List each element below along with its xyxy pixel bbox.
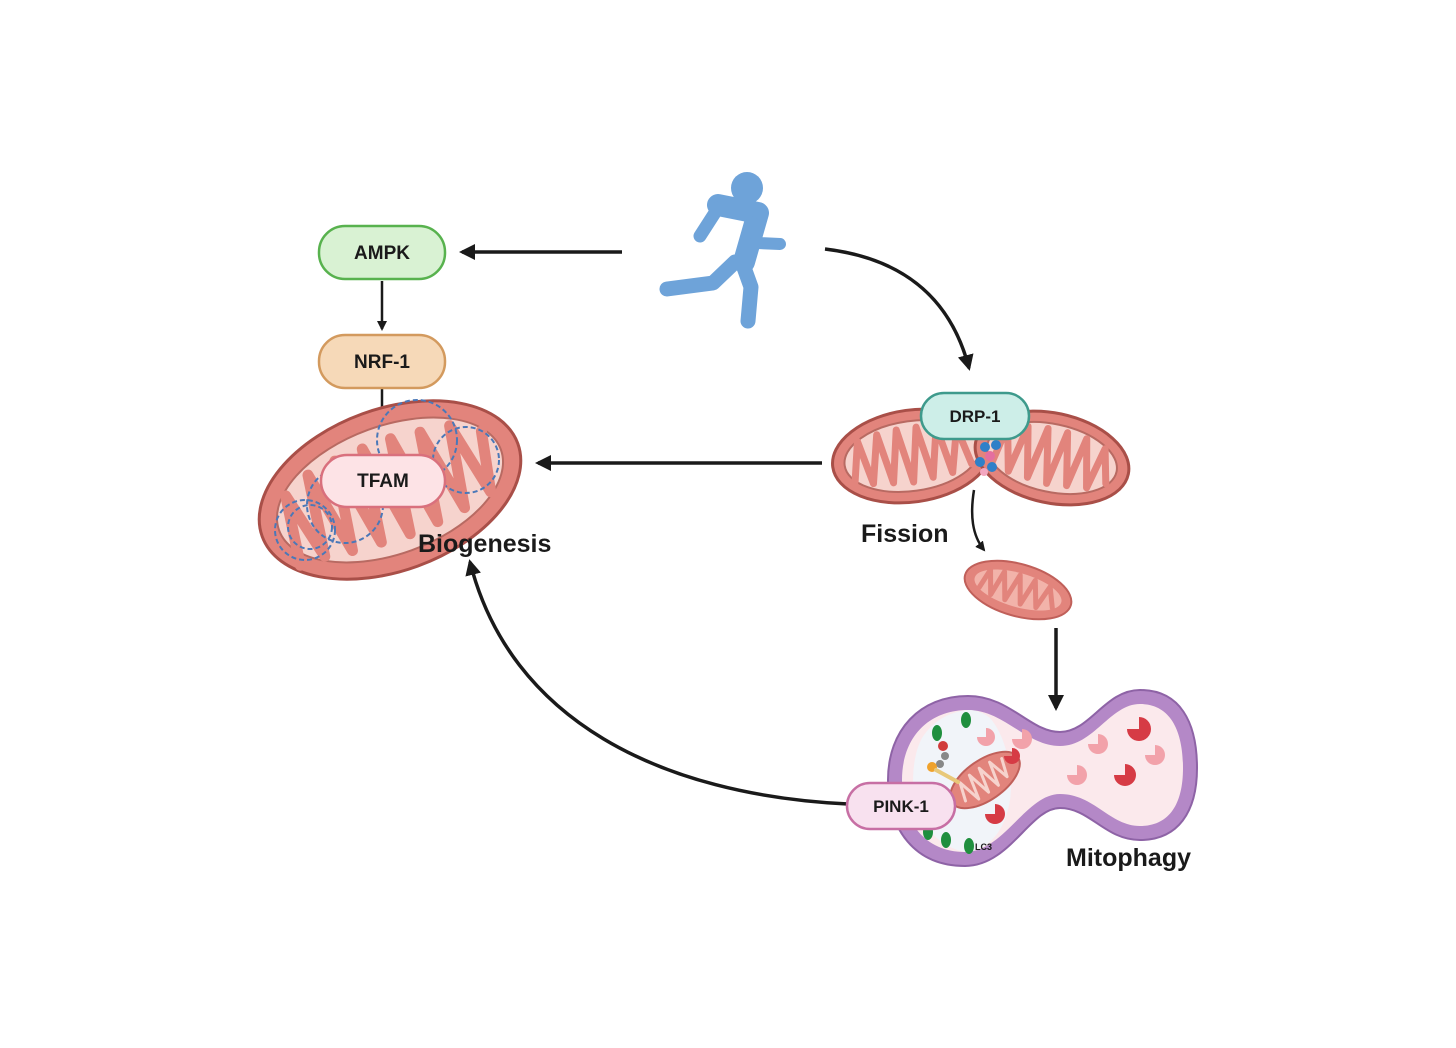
mitophagy-autolysosome: LC3 <box>886 688 1199 868</box>
mitophagy-label: Mitophagy <box>1066 844 1191 872</box>
running-person-icon <box>659 172 786 329</box>
nrf1-node: NRF-1 <box>317 333 447 390</box>
fission-label: Fission <box>861 520 949 548</box>
nrf1-label: NRF-1 <box>354 352 410 373</box>
ampk-node: AMPK <box>317 224 447 281</box>
pink1-node: PINK-1 <box>845 781 957 831</box>
ubiquitin-chain <box>927 741 960 784</box>
ampk-label: AMPK <box>354 243 410 264</box>
lysosomal-enzymes <box>977 717 1165 824</box>
fragmented-mitochondrion <box>963 559 1073 621</box>
lc3-markers <box>923 712 974 854</box>
arrow-fission-to-fragment <box>970 489 986 552</box>
tfam-node: TFAM <box>319 453 447 509</box>
arrow-exercise-to-fission <box>824 247 974 371</box>
arrow-pink1-to-biogenesis <box>465 559 849 806</box>
biogenesis-label: Biogenesis <box>418 530 551 558</box>
pink1-label: PINK-1 <box>873 797 929 816</box>
drp1-oligomer <box>975 440 1001 476</box>
lc3-label: LC3 <box>975 842 992 852</box>
tfam-label: TFAM <box>357 471 409 492</box>
drp1-label: DRP-1 <box>949 407 1000 426</box>
drp1-node: DRP-1 <box>919 391 1031 441</box>
